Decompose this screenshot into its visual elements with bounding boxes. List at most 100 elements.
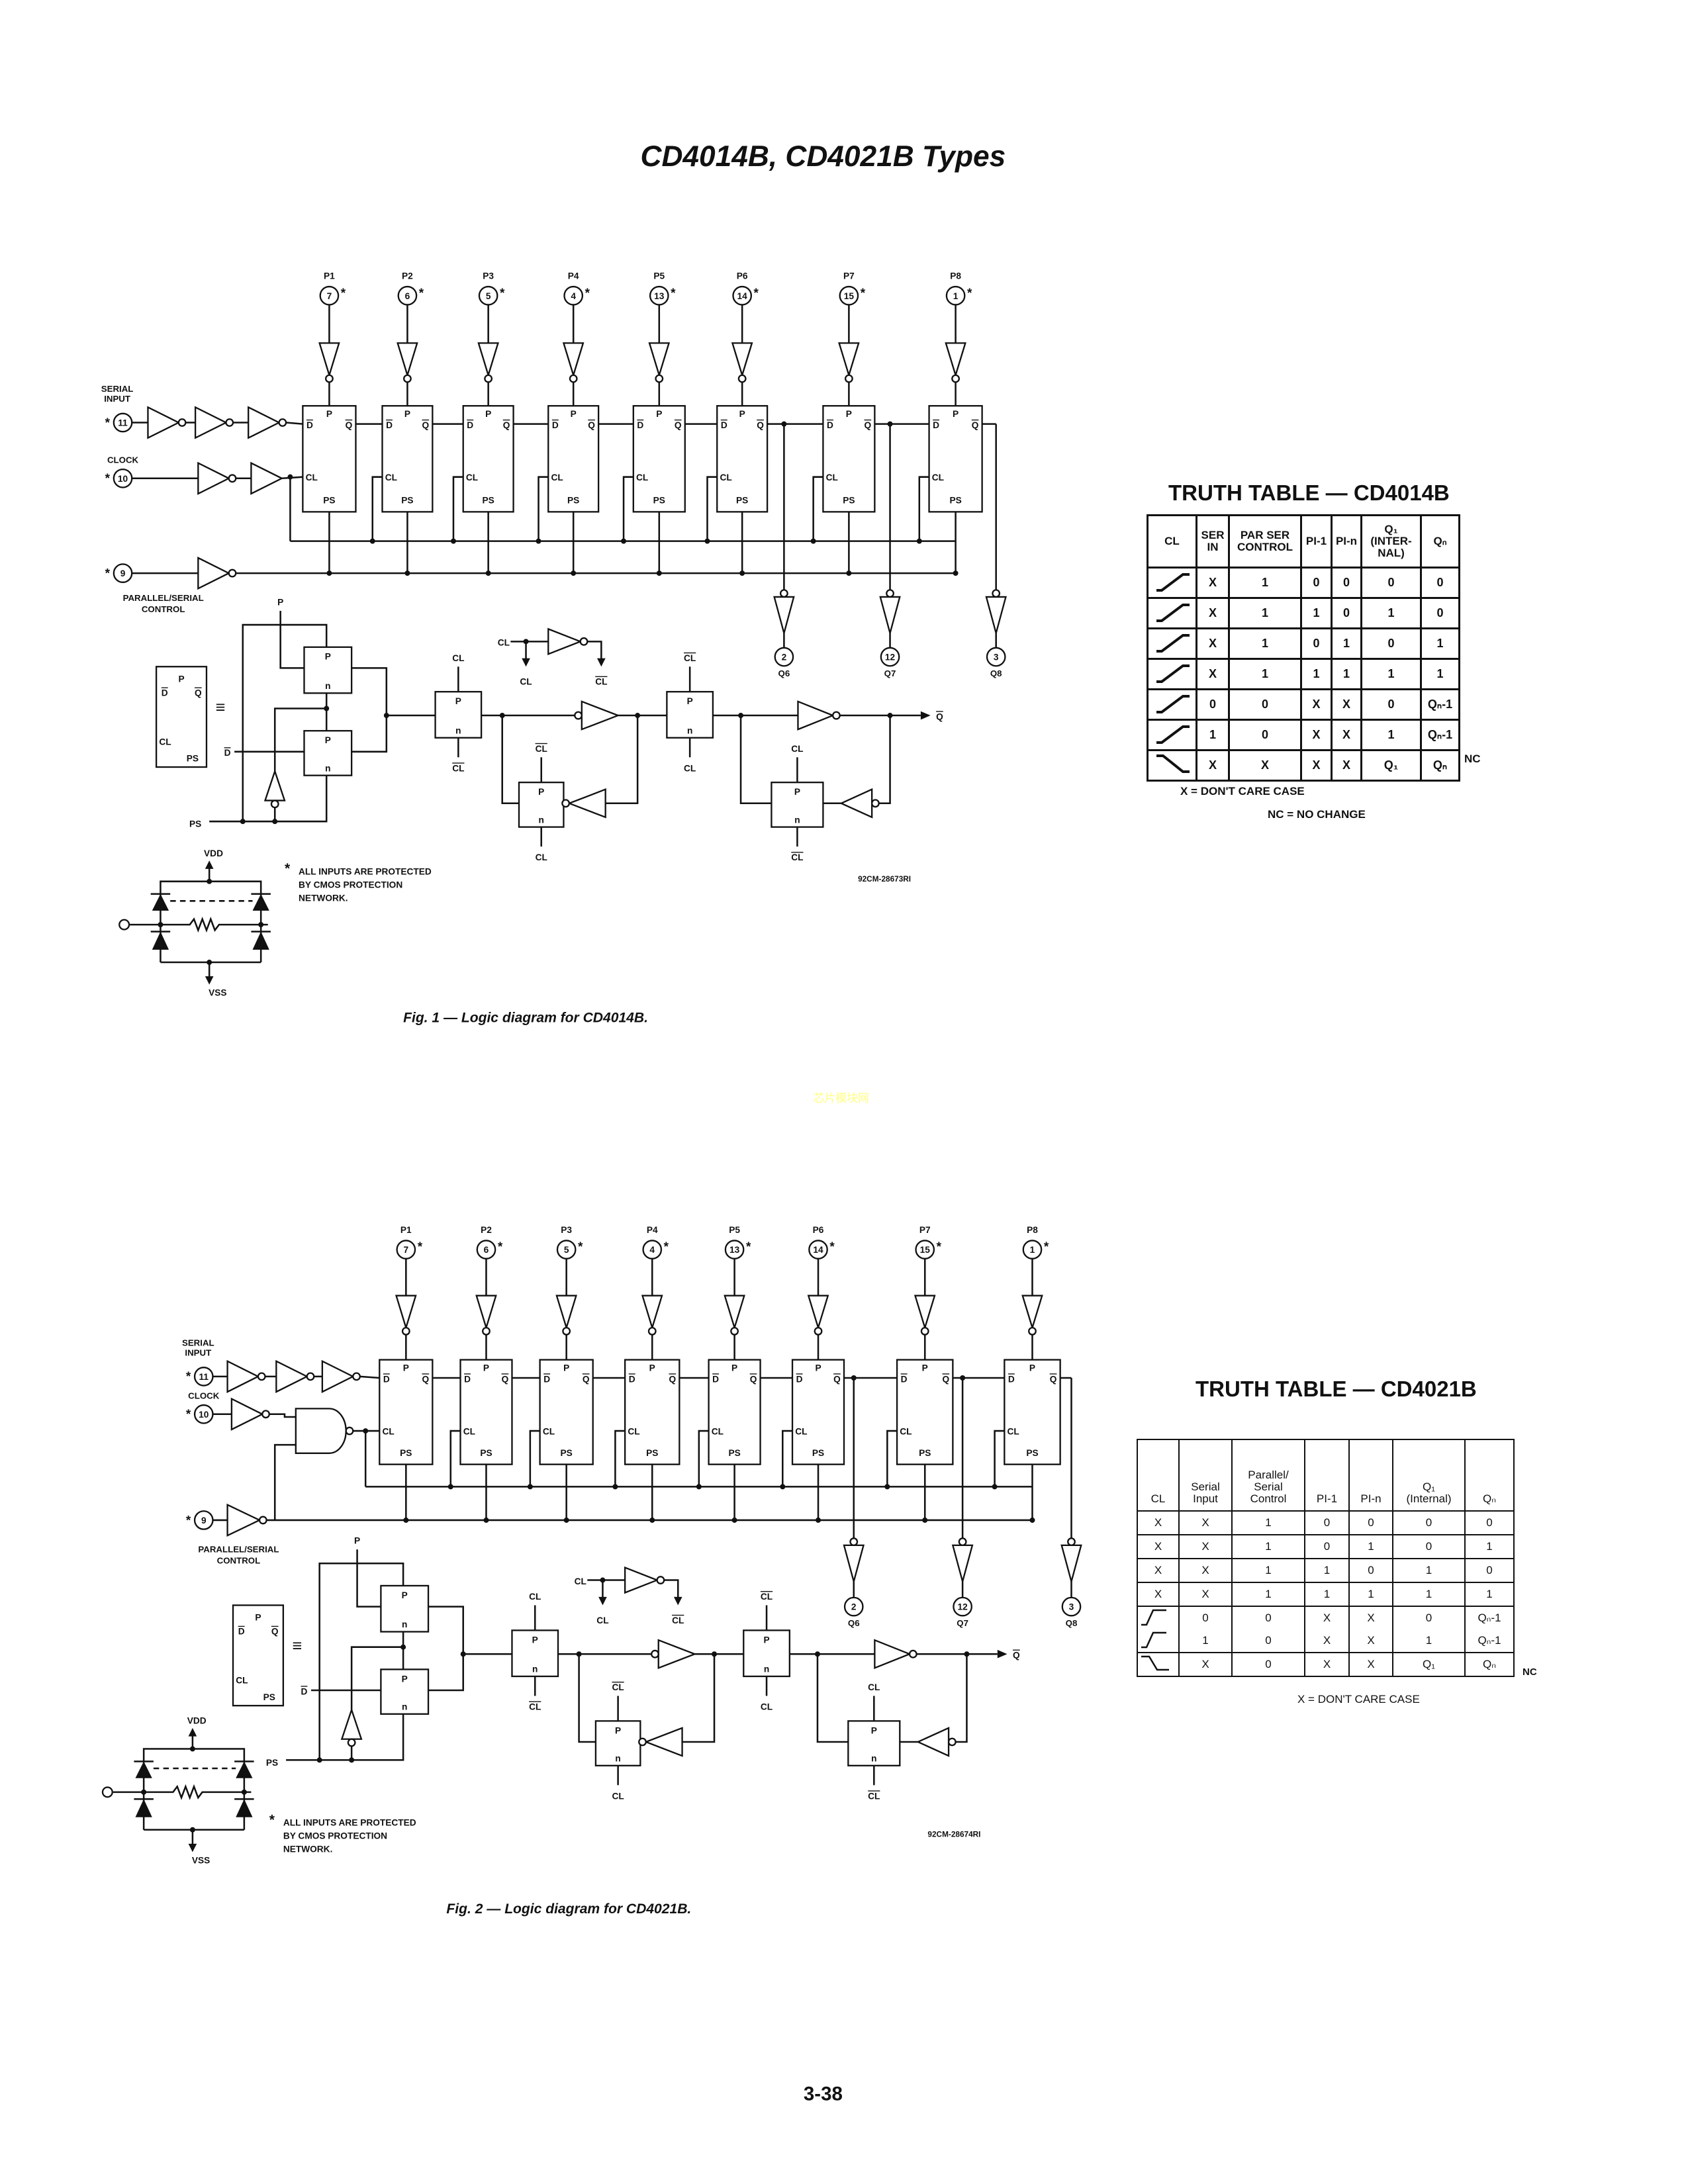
vss-label: VSS (209, 988, 226, 998)
table-cell: X (1300, 719, 1333, 751)
inverter-bubble (579, 637, 588, 646)
inverter (581, 700, 620, 731)
edge-waveform (1156, 664, 1190, 683)
output-buffer (843, 1544, 865, 1585)
output-pin (774, 647, 794, 667)
table-cell: X (1178, 1652, 1233, 1677)
inverter-bubble (352, 1372, 361, 1381)
table-cell: 1 (1300, 597, 1333, 629)
tg-p-label: P (402, 1674, 408, 1684)
ff-p-label: P (483, 1363, 489, 1373)
ff-q-bar-label: Q (669, 1374, 676, 1384)
input-protected-mark: * (105, 416, 111, 430)
tg-n-label: n (532, 1664, 538, 1674)
ff-d-bar-label: D (386, 420, 393, 430)
column-header: PAR SER CONTROL (1228, 514, 1302, 569)
input-protected-mark: * (498, 1240, 503, 1254)
pin-number: 13 (729, 1245, 740, 1255)
flip-flop-stage (791, 1359, 845, 1465)
parallel-serial-buffer (226, 1503, 261, 1537)
clock-label: CL (868, 1791, 880, 1801)
clock-cell (1147, 688, 1197, 721)
clock-label: CL (684, 763, 696, 773)
dont-care-note: X = DON'T CARE CASE (1180, 785, 1305, 797)
diode (152, 931, 169, 950)
diode (135, 1761, 152, 1778)
ff-d-bar-label: D (827, 420, 833, 430)
input-inverter (1021, 1295, 1043, 1331)
inverter-bubble (958, 1537, 967, 1547)
clock-label: CL (612, 1682, 624, 1692)
edge-waveform (1156, 633, 1190, 653)
inverter-bubble (886, 589, 894, 598)
serial-input-buffer (321, 1359, 355, 1393)
inverter-bubble (831, 711, 841, 720)
parallel-serial-label: CONTROL (142, 604, 185, 614)
arrow (597, 658, 606, 667)
clock-stub (812, 476, 823, 541)
diode (152, 893, 169, 911)
rising-edge-icon (1156, 603, 1190, 622)
output-label: Q8 (990, 668, 1002, 678)
table-cell: 0 (1178, 1606, 1233, 1629)
tg-p-label: P (455, 696, 461, 706)
ff-p-label: P (404, 409, 410, 419)
d-bar-input-label: D (301, 1686, 308, 1696)
table-cell: Qₙ-1 (1464, 1606, 1515, 1629)
arrow (188, 1727, 197, 1737)
tg-n-label: n (687, 725, 692, 735)
table-cell: 1 (1228, 627, 1302, 660)
inverter-bubble (920, 1326, 929, 1336)
input-protected-mark: * (1044, 1240, 1049, 1254)
clock-stub (918, 476, 929, 541)
ff-q-bar-label: Q (943, 1374, 950, 1384)
output-pin (880, 647, 900, 667)
clock-inverter (547, 627, 583, 656)
table-cell: 1 (1420, 627, 1460, 660)
edge-waveform (1141, 1609, 1166, 1626)
pin-number: 4 (571, 291, 576, 301)
table-cell: Q₁ (1360, 749, 1422, 782)
table-cell: X (1304, 1606, 1350, 1629)
clock-stub (452, 476, 463, 541)
ff-q-bar-label: Q (750, 1374, 757, 1384)
wire (359, 1375, 380, 1379)
pin-number: 2 (782, 653, 787, 662)
clock-cell: X (1137, 1510, 1180, 1535)
clock-cell (1147, 627, 1197, 660)
protection-note: NETWORK. (299, 893, 348, 903)
ff-p-label: P (1029, 1363, 1035, 1373)
input-protected-mark: * (186, 1514, 191, 1527)
diode (252, 931, 269, 950)
parallel-input-label: P6 (813, 1225, 824, 1235)
column-header: Qₙ (1420, 514, 1460, 569)
parallel-input-label: P3 (483, 271, 494, 281)
inverter-bubble (1028, 1326, 1037, 1336)
inverter-bubble (278, 418, 287, 427)
tg-p-label: P (402, 1590, 408, 1600)
symbol-d-bar: D (238, 1627, 245, 1637)
symbol-q-bar: Q (195, 688, 202, 698)
column-header: Qₙ (1464, 1439, 1515, 1512)
output-pin (1061, 1596, 1082, 1617)
table-cell: 1 (1228, 597, 1302, 629)
wire (279, 610, 305, 669)
table-cell: 0 (1231, 1629, 1305, 1653)
tg-n-label: n (325, 681, 330, 691)
table-cell: 0 (1420, 567, 1460, 599)
clock-nand-gate (295, 1408, 347, 1454)
ff-ps-label: PS (919, 1448, 931, 1458)
input-inverter (648, 342, 671, 378)
table-cell: 0 (1392, 1534, 1466, 1559)
table-cell: 0 (1331, 597, 1362, 629)
clock-cell (1137, 1652, 1180, 1677)
ff-cl-label: CL (463, 1426, 475, 1436)
nc-mark: NC (1464, 752, 1481, 765)
tg-p-label: P (794, 787, 800, 797)
ff-ps-label: PS (812, 1448, 824, 1458)
protected-input-terminal (118, 919, 130, 931)
pin-number: 3 (994, 653, 999, 662)
